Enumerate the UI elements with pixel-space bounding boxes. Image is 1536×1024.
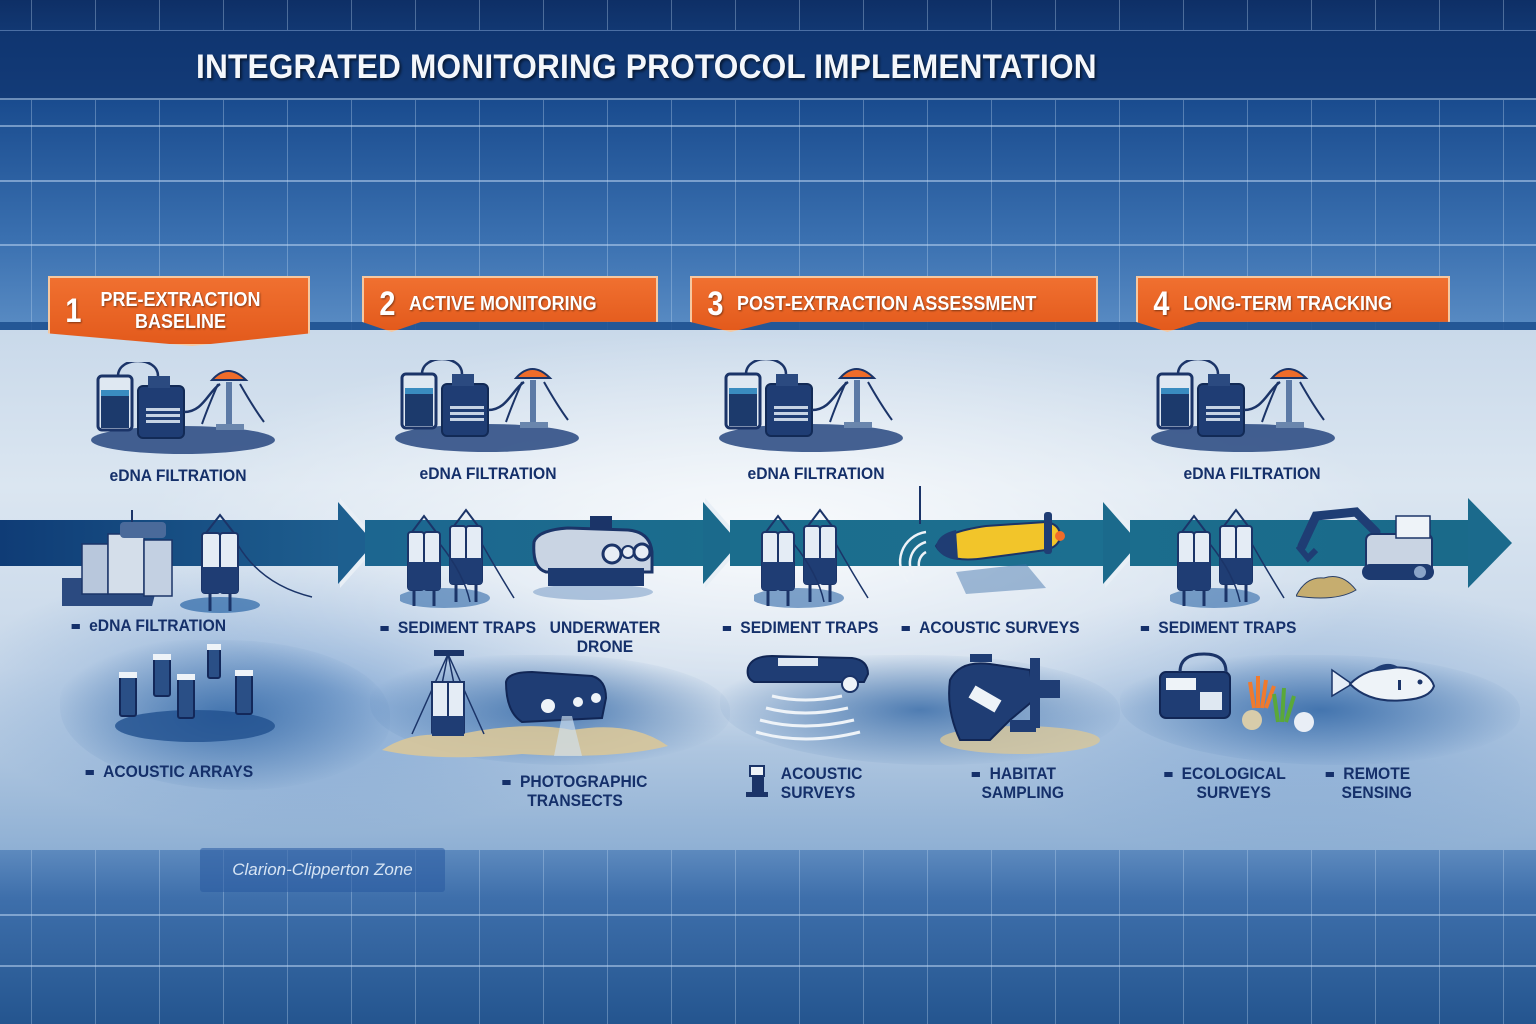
phase-4-item-edna-filtration: eDNA FILTRATION xyxy=(1183,464,1321,483)
phase-1-banner: 1 PRE-EXTRACTION BASELINE xyxy=(48,276,310,346)
bullet-icon xyxy=(1140,626,1150,632)
phase-1-item-edna-filtration: eDNA FILTRATION xyxy=(109,466,247,485)
seabed-excavator-icon xyxy=(1296,507,1434,599)
phase-2-item-sediment-traps: SEDIMENT TRAPS xyxy=(380,618,536,637)
auv-sonar-icon xyxy=(898,486,1065,594)
filtration-station-icon xyxy=(62,510,313,613)
phase-2-item-edna-filtration: eDNA FILTRATION xyxy=(419,464,557,483)
phase-3-item-acoustic-surveys: ACOUSTIC SURVEYS xyxy=(901,618,1080,637)
grid-hline xyxy=(0,914,1536,916)
bullet-icon xyxy=(972,772,981,778)
phase-1-title-line1: PRE-EXTRACTION xyxy=(100,289,261,311)
phase-1-item-acoustic-arrays: ACOUSTIC ARRAYS xyxy=(85,762,261,781)
phase-1-item-edna-filtration-2: eDNA FILTRATION xyxy=(71,616,247,635)
bullet-icon xyxy=(901,626,910,632)
phase-3-number: 3 xyxy=(707,284,724,323)
phase-1-number: 1 xyxy=(65,291,82,330)
robotic-sampler-icon xyxy=(940,654,1100,754)
rov-camera-icon xyxy=(382,650,668,758)
phase-3-item-edna-filtration: eDNA FILTRATION xyxy=(747,464,885,483)
sonar-device-icon xyxy=(746,765,768,797)
bullet-icon xyxy=(1164,772,1173,778)
phase-3-title: POST-EXTRACTION ASSESSMENT xyxy=(736,293,1037,315)
region-label: Clarion-Clipperton Zone xyxy=(200,848,445,892)
grid-hline xyxy=(0,125,1536,127)
sediment-trap-icon xyxy=(1170,508,1286,610)
bullet-icon xyxy=(85,770,94,776)
sediment-trap-icon xyxy=(754,508,870,610)
phase-2-title: ACTIVE MONITORING xyxy=(408,293,597,315)
bullet-icon xyxy=(502,780,511,786)
bullet-icon xyxy=(380,626,389,632)
phase-3-item-sediment-traps: SEDIMENT TRAPS xyxy=(722,618,879,637)
title-bar xyxy=(0,30,1536,100)
bullet-icon xyxy=(71,624,80,630)
bullet-icon xyxy=(1325,772,1335,778)
grid-hline xyxy=(0,244,1536,246)
phase-4-item-sediment-traps: SEDIMENT TRAPS xyxy=(1140,618,1297,637)
edna-filtration-kit-icon xyxy=(717,360,905,454)
sonar-vehicle-icon xyxy=(746,654,870,741)
edna-filtration-kit-icon xyxy=(393,360,581,454)
page-title: INTEGRATED MONITORING PROTOCOL IMPLEMENT… xyxy=(196,48,1097,86)
survey-lander-icon xyxy=(1159,652,1314,732)
timeline-arrowhead xyxy=(1468,498,1512,588)
fish-auv-icon xyxy=(1331,663,1436,702)
bullet-icon xyxy=(722,626,732,632)
underwater-drone-icon xyxy=(532,516,654,600)
phase-1-title-line2: BASELINE xyxy=(134,311,226,333)
phase-2-number: 2 xyxy=(379,284,396,323)
phase-4-title: LONG-TERM TRACKING xyxy=(1182,293,1392,315)
edna-filtration-kit-icon xyxy=(89,362,277,456)
grid-hline xyxy=(0,965,1536,967)
edna-filtration-kit-icon xyxy=(1149,360,1337,454)
phase-divider-strip xyxy=(0,322,1536,330)
acoustic-array-icon xyxy=(115,644,275,742)
phase-4-number: 4 xyxy=(1153,284,1170,323)
grid-hline xyxy=(0,180,1536,182)
sediment-trap-icon xyxy=(400,508,516,610)
